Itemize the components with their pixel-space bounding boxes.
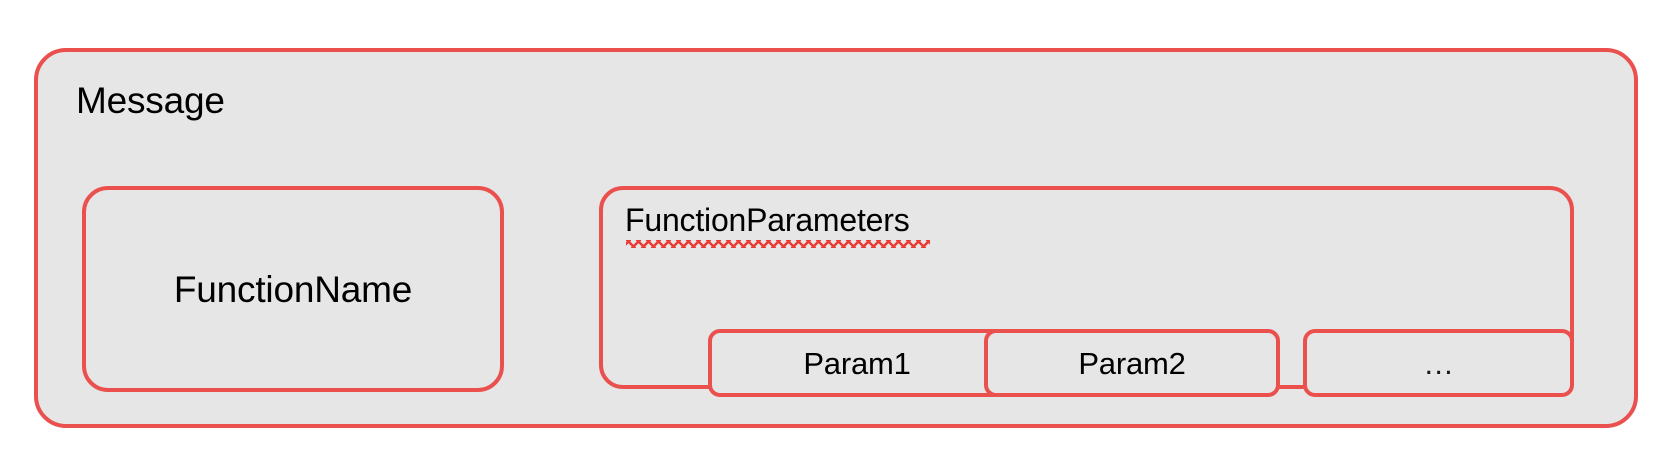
spellcheck-underline-icon	[626, 240, 930, 248]
message-container[interactable]: Message FunctionName FunctionParameters …	[34, 48, 1638, 428]
message-label: Message	[76, 80, 225, 121]
function-name-label: FunctionName	[173, 268, 413, 310]
parameter-chip-label: Param2	[1078, 345, 1186, 381]
parameter-chip-param1[interactable]: Param1	[708, 329, 1006, 397]
function-name-container[interactable]: FunctionName	[82, 186, 504, 392]
parameter-chip-label: …	[1423, 345, 1454, 381]
function-parameters-label: FunctionParameters	[625, 202, 910, 238]
parameter-chip-label: Param1	[803, 345, 911, 381]
parameter-chip-ellipsis[interactable]: …	[1303, 329, 1574, 397]
parameter-chip-param2[interactable]: Param2	[984, 329, 1280, 397]
function-parameters-container[interactable]: FunctionParameters Param1 Param2 …	[599, 186, 1574, 397]
parameter-chip-row: Param1 Param2 …	[603, 190, 1574, 397]
